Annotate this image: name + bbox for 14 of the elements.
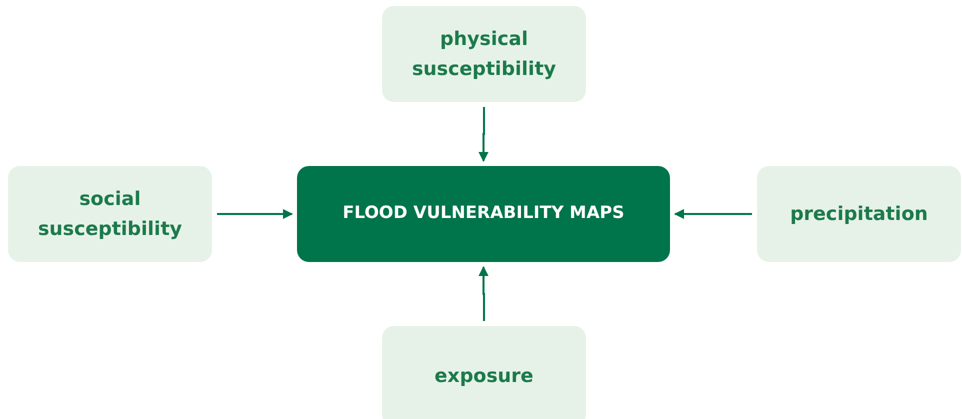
arrow	[217, 209, 293, 219]
box-label: precipitation	[790, 202, 928, 227]
result-box	[297, 166, 670, 262]
factor-box	[382, 326, 586, 419]
arrow	[674, 209, 752, 219]
arrow	[478, 266, 488, 321]
factor-box	[382, 6, 586, 102]
factor-box	[757, 166, 961, 262]
box-label: exposure	[434, 364, 534, 389]
box-label: FLOOD VULNERABILITY MAPS	[342, 202, 624, 226]
factor-box	[8, 166, 212, 262]
box-label: social susceptibility	[36, 186, 184, 242]
arrow	[478, 107, 488, 162]
box-label: physical susceptibility	[410, 26, 558, 82]
